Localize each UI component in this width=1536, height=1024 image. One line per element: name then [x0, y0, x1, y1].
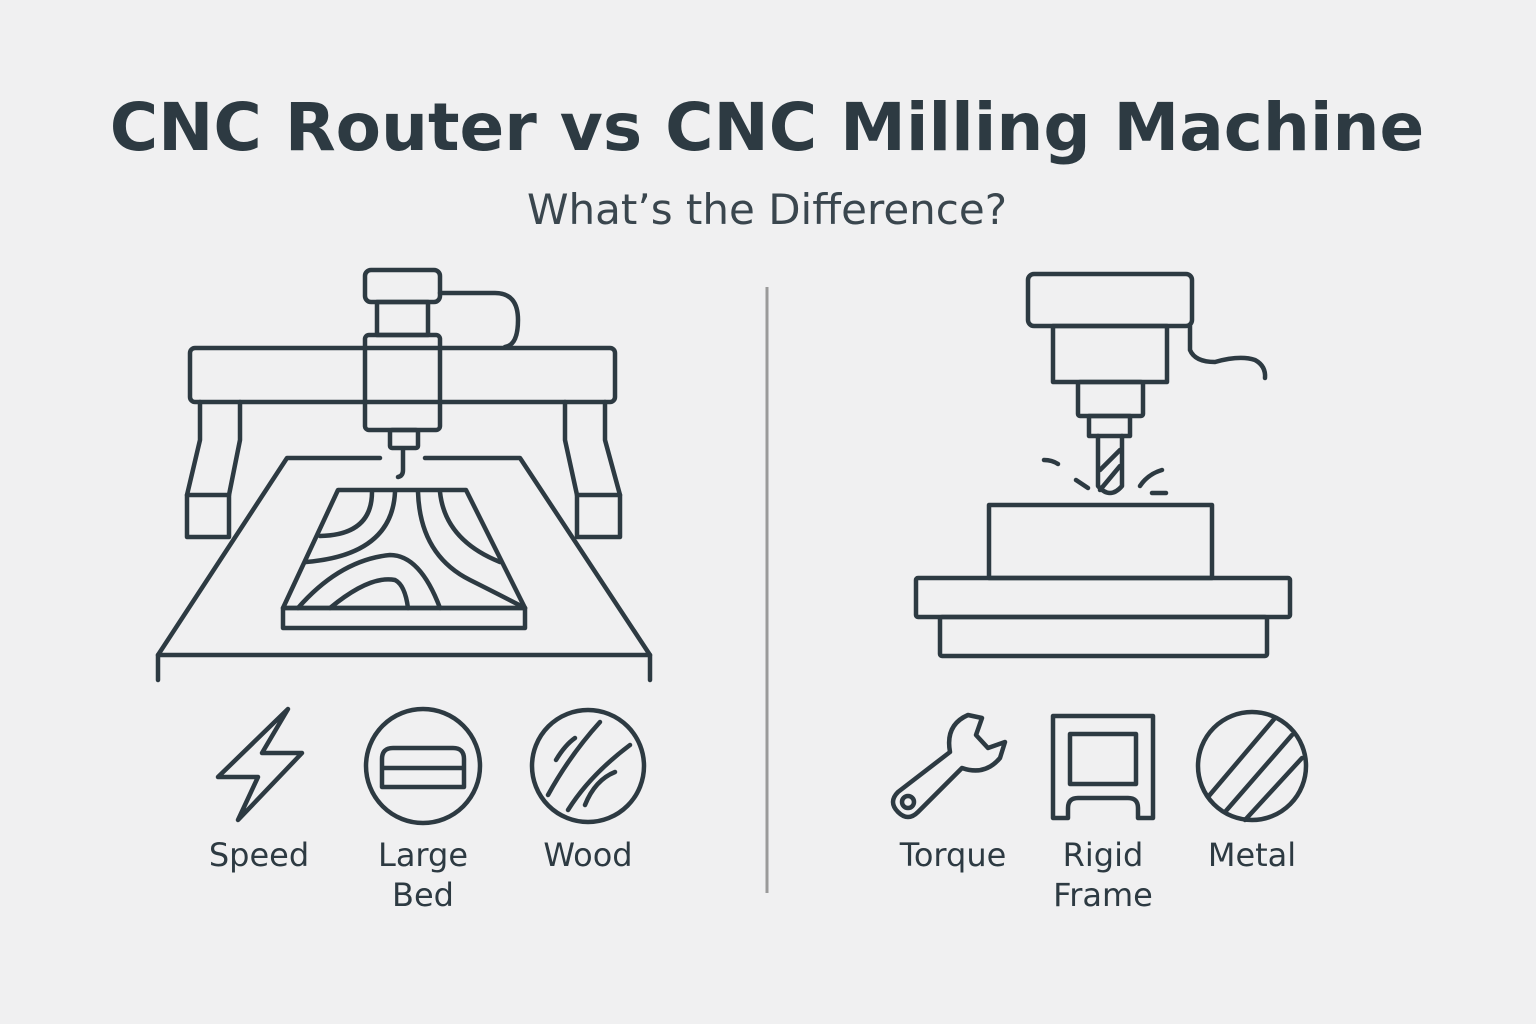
page-title: CNC Router vs CNC Milling Machine — [110, 89, 1425, 166]
wood-icon — [529, 707, 647, 825]
feature-wood: Wood — [529, 707, 647, 874]
metal-icon — [1195, 709, 1309, 823]
feature-label-line2: Frame — [1053, 876, 1153, 914]
feature-label: Metal — [1208, 836, 1296, 874]
wrench-icon — [890, 712, 1008, 820]
feature-torque: Torque — [890, 712, 1008, 874]
feature-speed: Speed — [209, 706, 309, 874]
feature-label: Wood — [543, 836, 632, 874]
feature-label: Torque — [899, 836, 1007, 874]
cnc-mill-illustration — [913, 271, 1293, 659]
feature-metal: Metal — [1195, 709, 1309, 874]
feature-label-line1: Rigid — [1063, 836, 1144, 874]
lightning-icon — [215, 706, 305, 823]
cnc-router-illustration — [155, 267, 653, 683]
feature-label-line2: Bed — [392, 876, 454, 914]
feature-large-bed: Large Bed — [363, 706, 483, 914]
frame-icon — [1050, 713, 1156, 821]
feature-label-line1: Large — [378, 836, 468, 874]
feature-label: Speed — [209, 836, 309, 874]
page-subtitle: What’s the Difference? — [527, 185, 1007, 234]
large-bed-icon — [363, 706, 483, 826]
feature-rigid-frame: Rigid Frame — [1050, 713, 1156, 914]
